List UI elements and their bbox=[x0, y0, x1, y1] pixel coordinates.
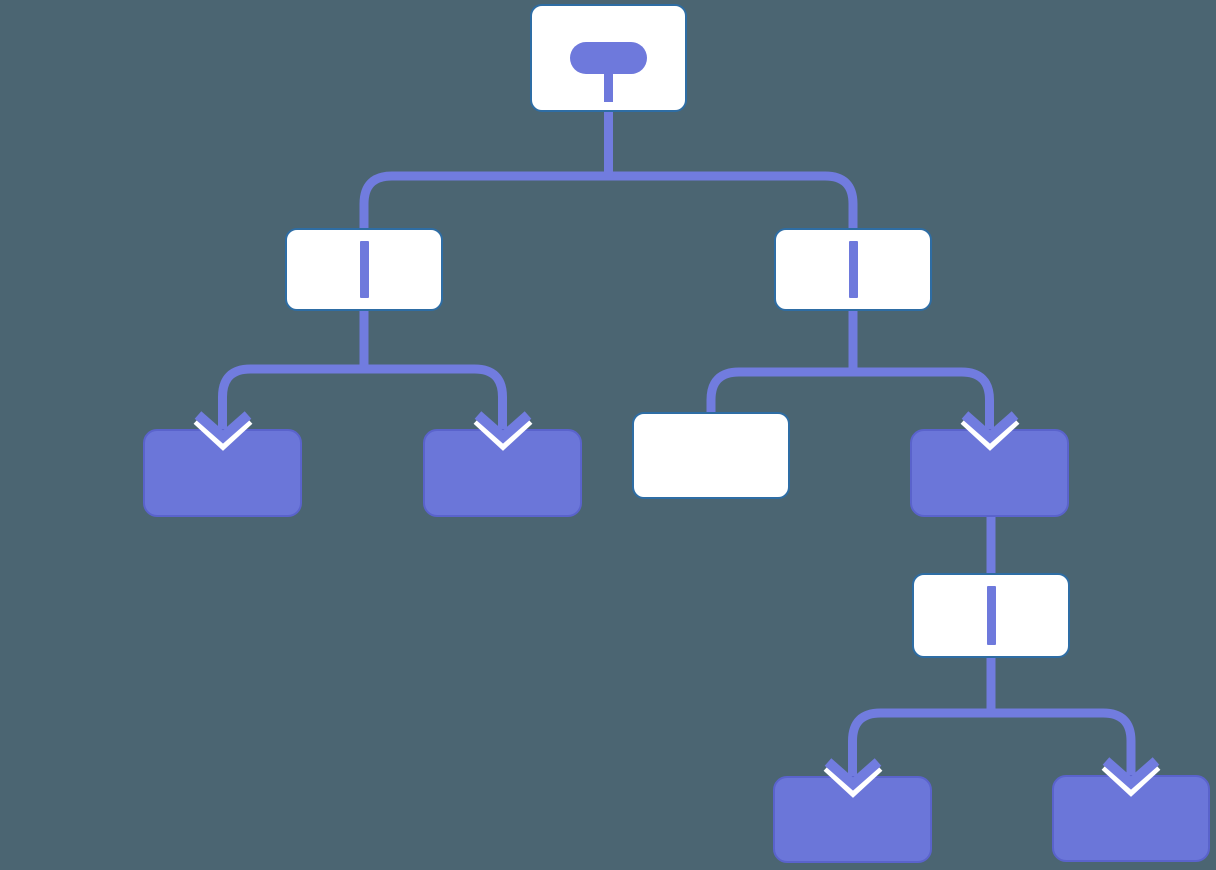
arrow-down-icon bbox=[960, 411, 1019, 451]
flow-node-leaf-5[interactable] bbox=[1052, 757, 1210, 862]
flow-node-branch-right[interactable] bbox=[774, 228, 932, 311]
connector-edge-right-to-children[interactable] bbox=[706, 296, 994, 431]
arrow-down-icon bbox=[823, 758, 882, 798]
node-divider-bar bbox=[359, 241, 369, 298]
flow-node-leaf-4[interactable] bbox=[773, 758, 932, 863]
arrow-down-icon bbox=[193, 411, 252, 451]
flow-node-leaf-3[interactable] bbox=[910, 411, 1069, 517]
connector-edge-lower-to-leaves[interactable] bbox=[848, 645, 1136, 778]
flow-node-node-plain[interactable] bbox=[632, 412, 790, 499]
flow-node-leaf-1[interactable] bbox=[143, 411, 302, 517]
flow-node-branch-left[interactable] bbox=[285, 228, 443, 311]
flow-node-root[interactable] bbox=[530, 4, 687, 112]
node-pill bbox=[570, 42, 647, 74]
node-divider-bar bbox=[848, 241, 858, 298]
node-divider-bar bbox=[986, 586, 996, 645]
node-pill-stem bbox=[604, 70, 613, 102]
connector-edge-root-to-branches[interactable] bbox=[359, 90, 858, 242]
connector-edge-left-to-leaves[interactable] bbox=[218, 296, 507, 431]
flow-node-leaf-2[interactable] bbox=[423, 411, 582, 517]
arrow-down-icon bbox=[473, 411, 532, 451]
flow-node-branch-lower[interactable] bbox=[912, 573, 1070, 658]
arrow-down-icon bbox=[1101, 757, 1161, 797]
